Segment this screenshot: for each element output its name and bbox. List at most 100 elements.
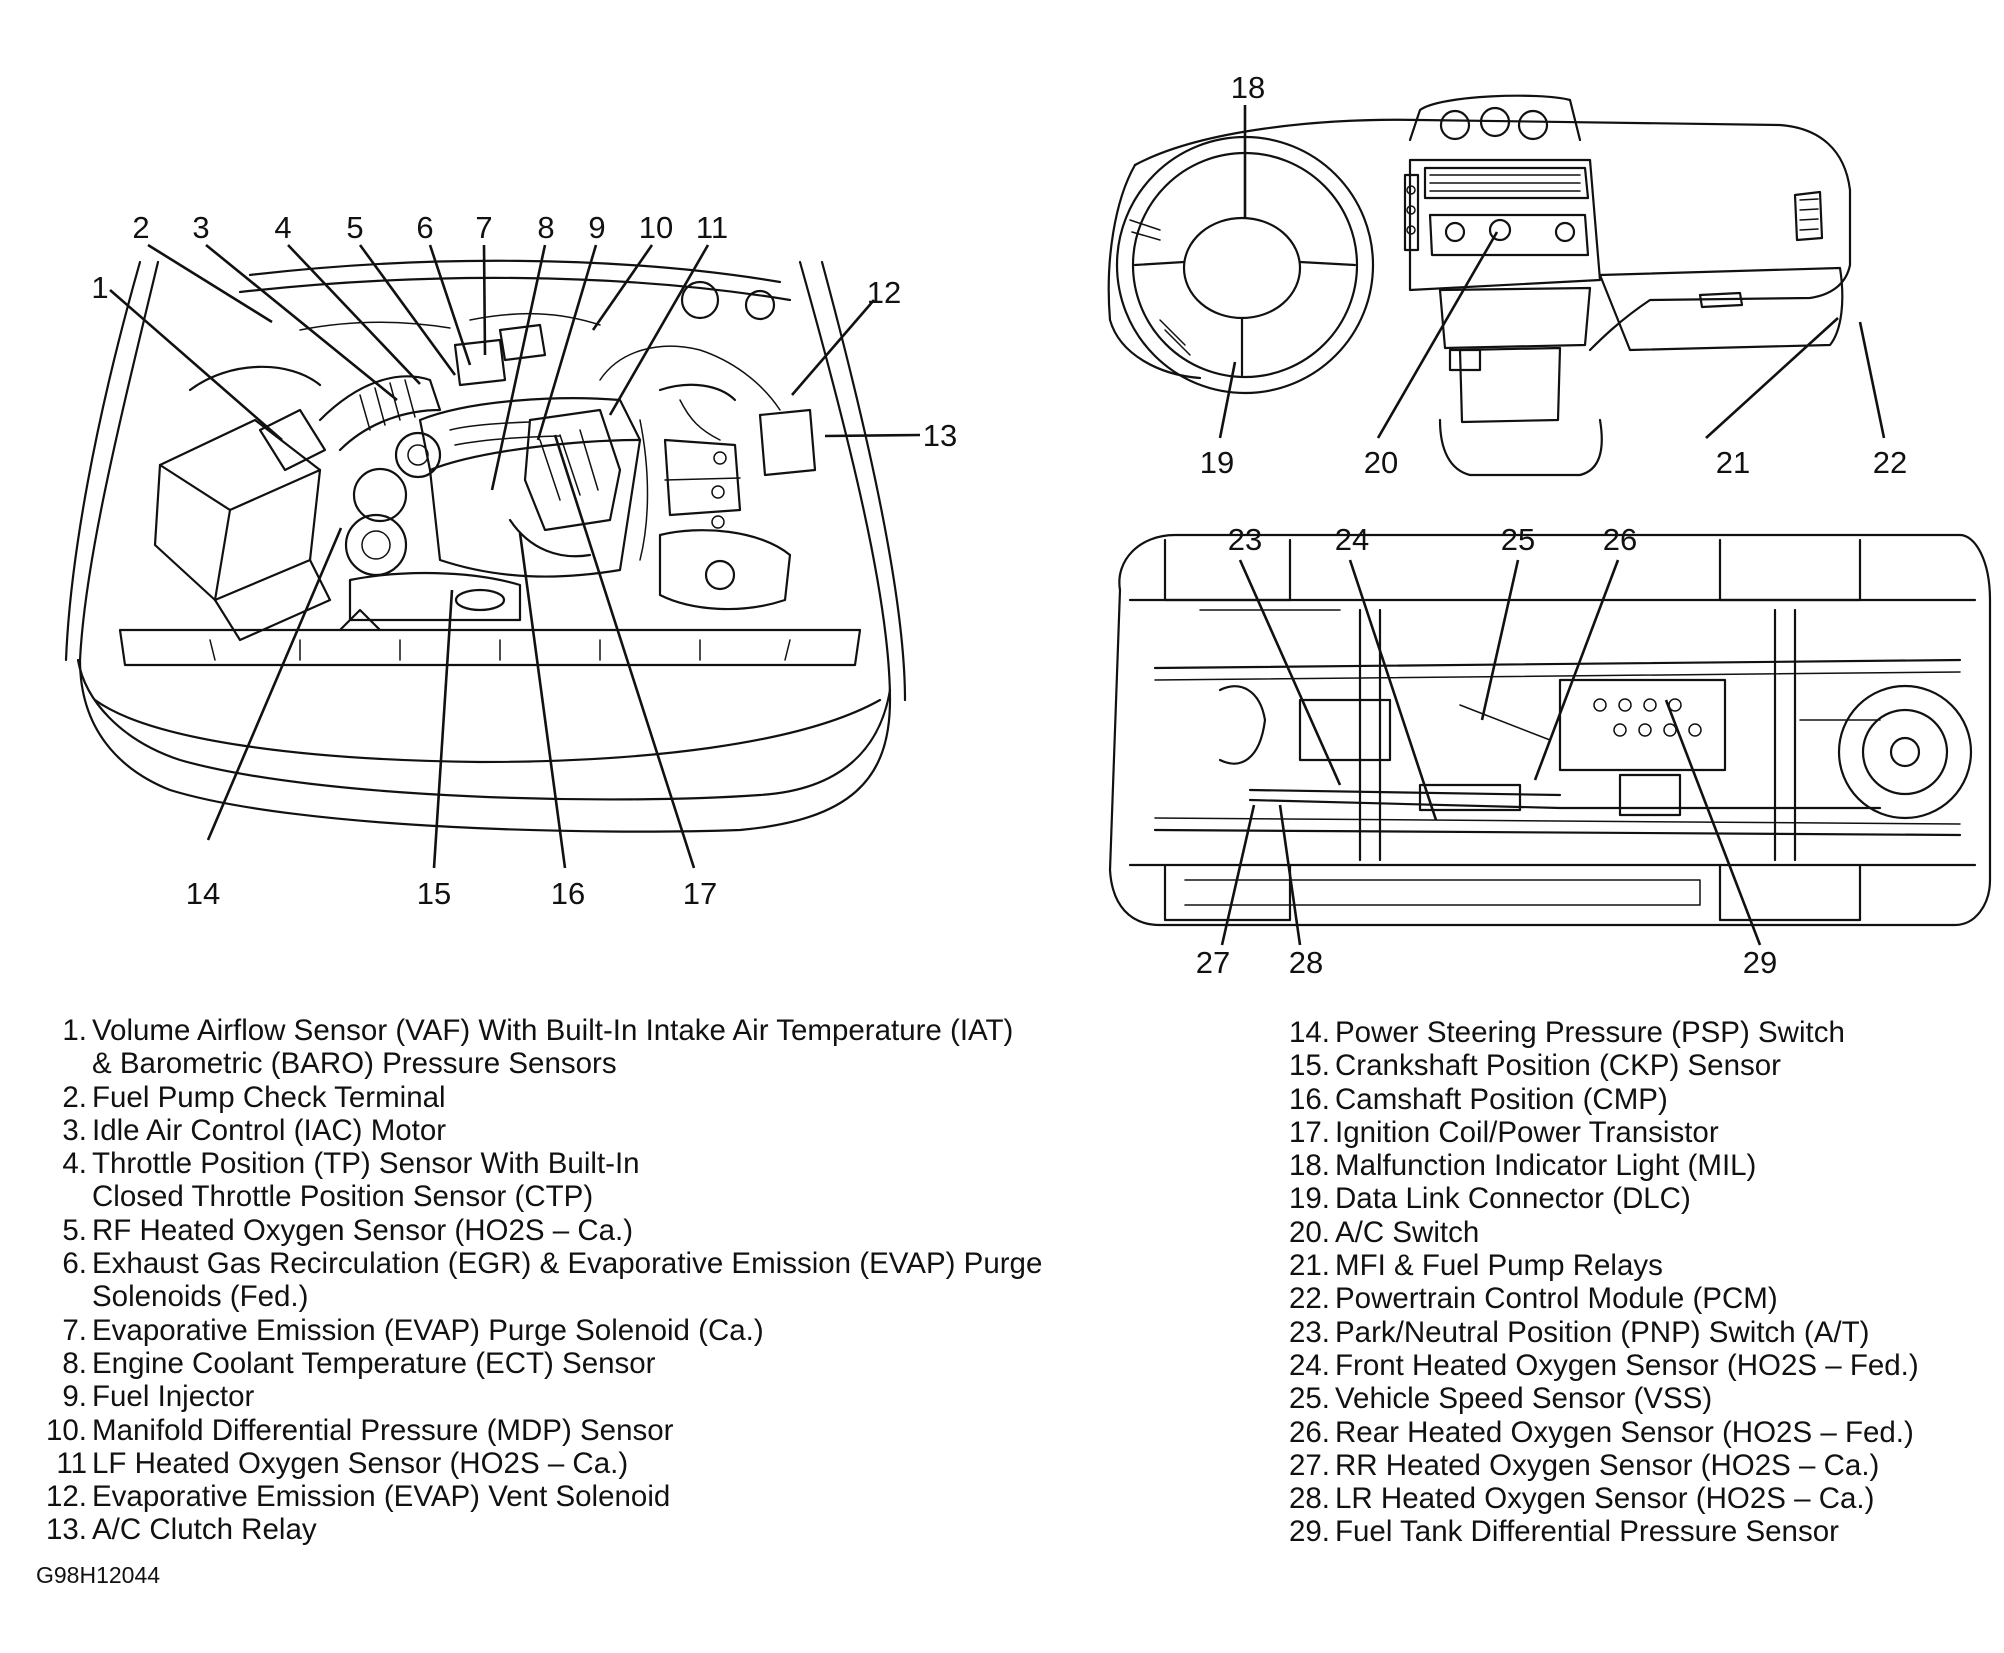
legend-item-text: Engine Coolant Temperature (ECT) Sensor [92, 1346, 656, 1380]
legend-item: 21.MFI & Fuel Pump Relays [1284, 1249, 1919, 1282]
legend-item-text: Exhaust Gas Recirculation (EGR) & Evapor… [92, 1247, 1043, 1281]
legend-item-text: Idle Air Control (IAC) Motor [92, 1113, 447, 1147]
legend-item: 20.A/C Switch [1284, 1216, 1919, 1249]
legend-item-number: 3. [62, 1113, 87, 1147]
callout-8: 8 [537, 210, 554, 245]
underbody-illustration [1108, 533, 1992, 927]
legend-item: 16.Camshaft Position (CMP) [1284, 1083, 1919, 1116]
legend-item-text: Data Link Connector (DLC) [1335, 1182, 1691, 1216]
callout-25: 25 [1501, 522, 1535, 557]
legend-item-text: RR Heated Oxygen Sensor (HO2S – Ca.) [1335, 1448, 1880, 1482]
legend-item: 10.Manifold Differential Pressure (MDP) … [41, 1414, 1042, 1447]
legend-item: 3.Idle Air Control (IAC) Motor [41, 1114, 1042, 1147]
legend-item-text: Rear Heated Oxygen Sensor (HO2S – Fed.) [1335, 1415, 1914, 1449]
legend-item-number: 1. [62, 1014, 87, 1047]
callout-3: 3 [192, 210, 209, 245]
legend-item: 9.Fuel Injector [41, 1380, 1042, 1413]
legend-item-text: Fuel Tank Differential Pressure Sensor [1335, 1515, 1839, 1549]
legend-item: 12.Evaporative Emission (EVAP) Vent Sole… [41, 1480, 1042, 1513]
legend-item: 5.RF Heated Oxygen Sensor (HO2S – Ca.) [41, 1214, 1042, 1247]
legend-item: 29.Fuel Tank Differential Pressure Senso… [1284, 1515, 1919, 1548]
legend-item-text: LR Heated Oxygen Sensor (HO2S – Ca.) [1335, 1482, 1875, 1516]
legend-item-number: 20. [1288, 1215, 1330, 1249]
callout-11: 11 [696, 210, 728, 245]
legend-item-text: Fuel Injector [92, 1380, 255, 1414]
legend-item-number: 24. [1288, 1348, 1330, 1382]
legend-item-text: & Barometric (BARO) Pressure Sensors [92, 1047, 617, 1081]
callout-labels: 1 2 3 4 5 6 7 8 9 10 11 12 13 14 15 16 1… [91, 70, 1907, 980]
legend-item-text: A/C Clutch Relay [92, 1513, 317, 1547]
legend-item: 15.Crankshaft Position (CKP) Sensor [1284, 1049, 1919, 1082]
legend-item-text: Closed Throttle Position Sensor (CTP) [92, 1180, 594, 1214]
legend-item-text: Volume Airflow Sensor (VAF) With Built-I… [92, 1014, 1014, 1047]
callout-26: 26 [1603, 522, 1637, 557]
legend-item-number: 19. [1288, 1182, 1330, 1216]
legend-item-text: Camshaft Position (CMP) [1335, 1082, 1668, 1116]
legend-item-number: 10. [45, 1413, 87, 1447]
callout-21: 21 [1716, 445, 1750, 480]
legend-item-number: 8. [62, 1346, 87, 1380]
legend-item-number: 16. [1288, 1082, 1330, 1116]
legend-item: 24.Front Heated Oxygen Sensor (HO2S – Fe… [1284, 1349, 1919, 1382]
legend-item: 26.Rear Heated Oxygen Sensor (HO2S – Fed… [1284, 1416, 1919, 1449]
legend-item-text: Ignition Coil/Power Transistor [1335, 1115, 1719, 1149]
callout-6: 6 [416, 210, 433, 245]
callout-24: 24 [1335, 522, 1369, 557]
legend-item-text: Fuel Pump Check Terminal [92, 1080, 446, 1114]
legend-item-number: 11 [56, 1446, 87, 1480]
legend-item-text: Front Heated Oxygen Sensor (HO2S – Fed.) [1335, 1348, 1919, 1382]
legend-item: 17.Ignition Coil/Power Transistor [1284, 1116, 1919, 1149]
legend-item: 27.RR Heated Oxygen Sensor (HO2S – Ca.) [1284, 1449, 1919, 1482]
legend-item-number: 29. [1288, 1515, 1330, 1549]
legend-item-number: 26. [1288, 1415, 1330, 1449]
instrument-panel-illustration [1107, 94, 1852, 477]
legend-item-number: 27. [1288, 1448, 1330, 1482]
legend-item-number: 21. [1288, 1249, 1330, 1283]
callout-29: 29 [1743, 945, 1777, 980]
callout-22: 22 [1873, 445, 1907, 480]
callout-13: 13 [923, 418, 957, 453]
legend-item-text: RF Heated Oxygen Sensor (HO2S – Ca.) [92, 1213, 634, 1247]
legend-item-number: 9. [62, 1380, 87, 1414]
legend-item: 22.Powertrain Control Module (PCM) [1284, 1282, 1919, 1315]
legend-item-text: MFI & Fuel Pump Relays [1335, 1249, 1663, 1283]
legend-item: 25.Vehicle Speed Sensor (VSS) [1284, 1382, 1919, 1415]
legend-item: 1.Volume Airflow Sensor (VAF) With Built… [41, 1014, 1042, 1081]
callout-7: 7 [475, 210, 492, 245]
callout-5: 5 [346, 210, 363, 245]
legend-item-text: Manifold Differential Pressure (MDP) Sen… [92, 1413, 674, 1447]
callout-14: 14 [186, 876, 220, 911]
callout-4: 4 [274, 210, 291, 245]
legend-item: 23.Park/Neutral Position (PNP) Switch (A… [1284, 1316, 1919, 1349]
legend-item-number: 5. [62, 1213, 87, 1247]
legend-item-number: 6. [62, 1247, 87, 1281]
callout-23: 23 [1228, 522, 1262, 557]
leader-lines [109, 105, 1886, 946]
legend-item-text: Vehicle Speed Sensor (VSS) [1335, 1382, 1713, 1416]
legend-item: 18.Malfunction Indicator Light (MIL) [1284, 1149, 1919, 1182]
legend-item-text: Evaporative Emission (EVAP) Purge Soleno… [92, 1313, 764, 1347]
legend-item-number: 25. [1288, 1382, 1330, 1416]
legend-item: 14.Power Steering Pressure (PSP) Switch [1284, 1016, 1919, 1049]
callout-9: 9 [588, 210, 605, 245]
legend-item-text: Park/Neutral Position (PNP) Switch (A/T) [1335, 1315, 1870, 1349]
legend-item-text: Malfunction Indicator Light (MIL) [1335, 1149, 1757, 1183]
callout-2: 2 [132, 210, 149, 245]
legend-item-text: Crankshaft Position (CKP) Sensor [1335, 1049, 1781, 1083]
callout-16: 16 [551, 876, 585, 911]
callout-15: 15 [417, 876, 451, 911]
callout-20: 20 [1364, 445, 1398, 480]
legend-item: 19.Data Link Connector (DLC) [1284, 1182, 1919, 1215]
legend-item-number: 23. [1288, 1315, 1330, 1349]
figure-code: G98H12044 [36, 1562, 161, 1588]
legend-item-number: 28. [1288, 1482, 1330, 1516]
callout-10: 10 [639, 210, 673, 245]
legend-item: 28.LR Heated Oxygen Sensor (HO2S – Ca.) [1284, 1482, 1919, 1515]
legend-item-number: 14. [1288, 1016, 1330, 1049]
callout-18: 18 [1231, 70, 1265, 105]
legend-item-text: A/C Switch [1335, 1215, 1480, 1249]
legend-item-number: 7. [62, 1313, 87, 1347]
callout-17: 17 [683, 876, 717, 911]
